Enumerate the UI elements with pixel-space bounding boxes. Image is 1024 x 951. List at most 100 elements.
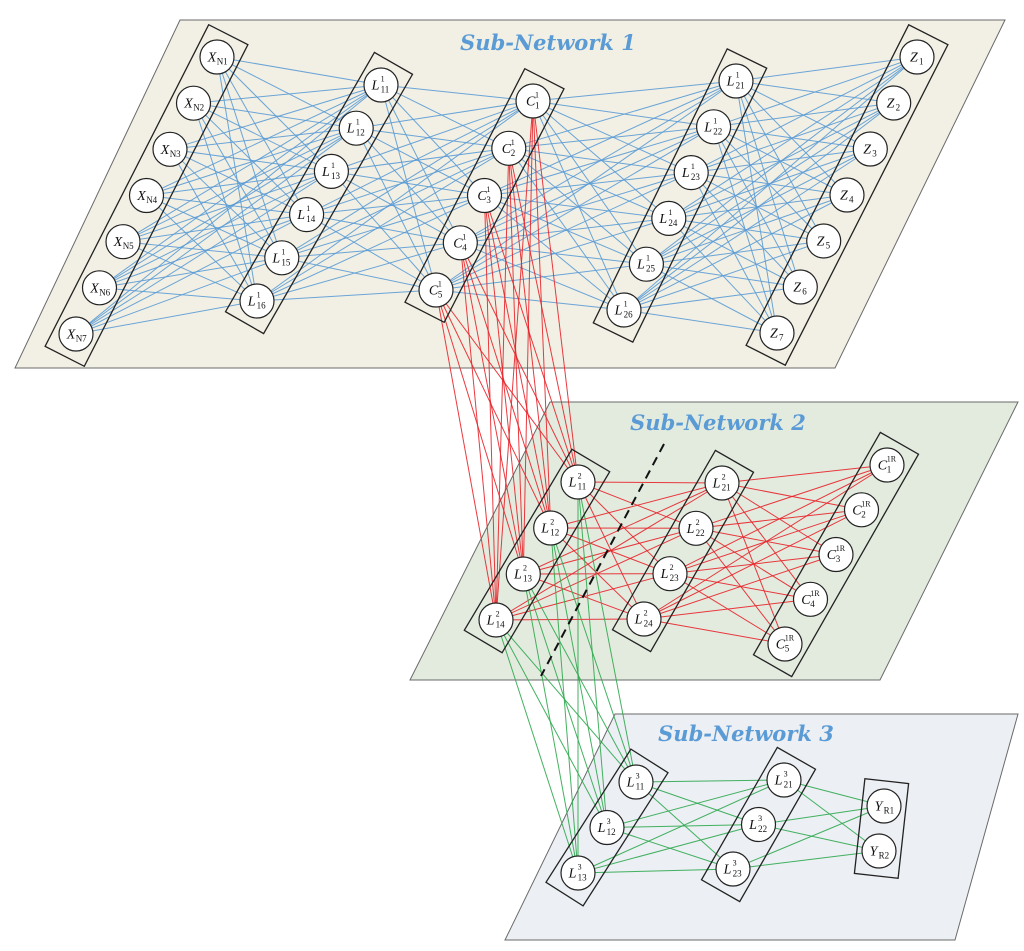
node-superscript: 1 [462,232,466,241]
node-superscript: 1 [736,71,740,80]
edge-n1_c-1-to-n1_l2-6 [532,100,625,311]
edge-n1_l1-6-to-n1_c-1 [256,100,534,302]
node-symbol: C [477,189,487,204]
edge-n1_in-2-to-n1_l1-4 [193,102,307,215]
edge-n1_in-7-to-n1_l1-1 [75,84,382,335]
edge-n1_l1-5-to-n1_c-1 [281,100,534,259]
edge-n1_in-7-to-n1_l1-6 [75,300,258,335]
edge-n1_in-4-to-n1_l1-1 [146,84,382,196]
node-symbol: X [66,328,76,343]
node-symbol: Y [875,800,885,815]
edge-n1_c-5-to-n2_l1-1 [435,289,579,483]
node-circle [533,510,569,546]
edge-n1_l1-6-to-n1_c-4 [256,242,461,302]
node-superscript: 1 [486,185,490,194]
node-circle [478,602,514,638]
node-subscript: 3 [872,149,877,159]
edge-n1_l2-4-to-n1_out-1 [668,56,918,219]
node-subscript: 11 [578,482,587,492]
node-circle [782,269,818,305]
edge-n1_l1-3-to-n1_c-2 [331,147,509,172]
node-superscript: 1 [356,118,360,127]
edge-n2_l1-2-to-n2_l2-1 [550,482,723,529]
edge-n1_c-4-to-n1_l2-1 [460,80,737,244]
edge-n1_c-4-to-n2_l1-1 [459,242,579,483]
node-symbol: L [371,79,380,94]
node-symbol: L [486,614,495,629]
edge-n3_l2-3-to-n3_out-2 [732,850,880,870]
node-circle [704,465,740,501]
node-symbol: L [703,120,712,135]
node-subscript: 14 [496,620,506,630]
node-symbol: L [271,251,280,266]
node-subscript: 4 [810,599,815,609]
column-frame-n2_out [752,431,920,678]
title-subnetwork-3: Sub-Network 3 [658,721,834,746]
edge-n1_in-1-to-n1_l1-5 [216,56,283,258]
edge-n1_in-5-to-n1_l1-5 [122,241,282,259]
node-superscript: 2 [722,473,726,482]
edge-n2_l1-1-to-n2_l2-1 [577,481,723,484]
node-subscript: 24 [668,218,678,228]
node-symbol: L [723,863,732,878]
node-symbol: C [801,593,811,608]
node-symbol: C [429,284,439,299]
edge-n1_in-2-to-n1_l1-1 [193,84,382,104]
column-frame-n3_l1 [545,748,669,907]
edge-n1_l2-6-to-n1_out-2 [623,102,895,311]
node-symbol: Z [840,189,848,204]
edge-n1_c-5-to-n1_l2-2 [435,126,714,291]
edge-n1_in-2-to-n1_l1-2 [193,102,357,129]
column-frame-n3_l2 [700,746,817,903]
edge-n1_in-3-to-n1_l1-3 [169,148,332,172]
edge-n1_l1-2-to-n1_c-3 [355,127,485,196]
node-subscript: R1 [884,806,895,816]
edge-n1_c-1-to-n1_l2-1 [532,80,737,102]
node-circle [899,39,935,75]
node-superscript: 1 [438,280,442,289]
node-circle [759,315,795,351]
node-subscript: N6 [99,287,110,297]
edge-n1_in-7-to-n1_l1-4 [75,214,307,335]
node-circle [626,601,662,637]
node-superscript: 2 [696,518,700,527]
node-subscript: 24 [644,619,654,629]
node-circle [442,225,478,261]
edge-n1_l1-4-to-n1_c-4 [306,214,461,244]
edge-n1_l2-6-to-n1_out-3 [623,148,871,311]
edge-n1_c-1-to-n1_l2-4 [532,100,670,219]
node-subscript: 2 [511,148,516,158]
node-circle [505,556,541,592]
node-circle [852,131,888,167]
title-subnetwork-2: Sub-Network 2 [630,410,806,435]
node-circle [515,83,551,119]
edge-n1_in-3-to-n1_l1-1 [169,84,382,150]
edge-n1_in-7-to-n1_l1-3 [75,170,332,335]
node-subscript: 4 [849,195,854,205]
edge-n2_l1-4-to-n3_l1-1 [495,619,637,783]
edge-n2_l1-2-to-n3_l1-2 [550,527,608,828]
node-symbol: C [827,548,837,563]
node-circle [651,200,687,236]
node-circle [628,246,665,282]
node-circle [338,110,374,146]
edge-n2_l1-3-to-n3_l1-1 [522,573,637,783]
edge-n1_c-3-to-n1_l2-1 [484,80,737,196]
